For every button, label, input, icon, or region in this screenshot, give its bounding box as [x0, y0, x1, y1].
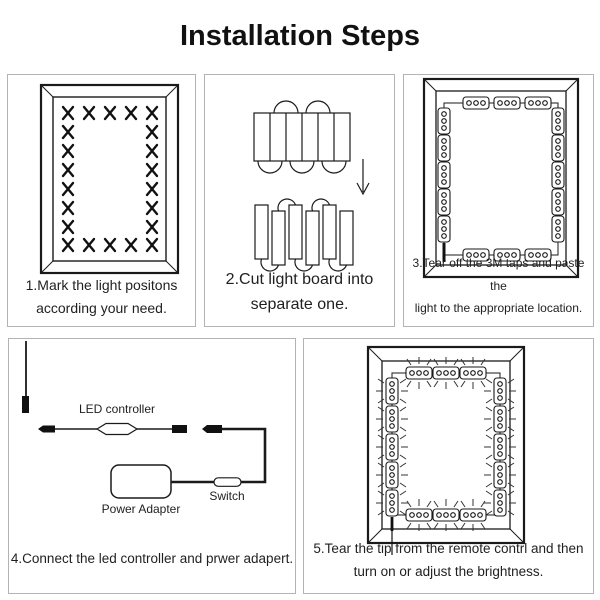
led-modules: [385, 366, 507, 522]
step-2-caption: 2.Cut light board into separate one.: [225, 271, 374, 314]
mirror-lit-diagram: [366, 345, 526, 555]
cut-light-strips: [254, 198, 354, 272]
led-controller: [95, 422, 139, 436]
step-5-panel: 5.Tear the tip from the remote contrl an…: [303, 338, 594, 594]
light-board-diagram: [253, 100, 370, 272]
step-2-panel: 2.Cut light board into separate one.: [204, 74, 395, 327]
led-chain-wire: [443, 102, 559, 256]
led-modules: [437, 96, 565, 262]
mirror-modules-diagram: [422, 77, 580, 279]
power-adapter: [110, 464, 172, 499]
step-3-panel: 3.Tear off the 3M taps and paste the lig…: [403, 74, 594, 327]
plug-left: [38, 425, 55, 433]
step-1-caption: 1.Mark the light positons according your…: [25, 276, 178, 316]
uncut-light-board: [253, 100, 351, 174]
led-chain-wire: [391, 372, 501, 516]
down-arrow-icon: [356, 159, 370, 196]
step-4-panel: LED controller Switch Power Adapter 4.Co…: [8, 338, 296, 594]
step-3-caption: 3.Tear off the 3M taps and paste the lig…: [412, 256, 585, 315]
wiring-diagram: [22, 341, 267, 499]
power-adapter-label: Power Adapter: [101, 502, 181, 516]
switch-label: Switch: [209, 489, 245, 503]
plug-right: [172, 425, 187, 433]
step-4-caption: 4.Connect the led controller and prwer a…: [10, 550, 294, 566]
step-1-panel: 1.Mark the light positons according your…: [7, 74, 196, 327]
mirror-frame: [422, 77, 580, 279]
x-marks: [61, 105, 159, 253]
switch: [213, 477, 242, 487]
mirror-marks-diagram: [39, 83, 180, 275]
page-title: Installation Steps: [179, 20, 421, 52]
led-controller-label: LED controller: [78, 402, 156, 416]
remote-connector: [22, 396, 29, 413]
plug-adapter-side: [202, 425, 222, 433]
step-5-caption: 5.Tear the tip from the remote contrl an…: [313, 541, 584, 580]
power-wire: [222, 427, 267, 484]
mirror-frame: [39, 83, 180, 275]
